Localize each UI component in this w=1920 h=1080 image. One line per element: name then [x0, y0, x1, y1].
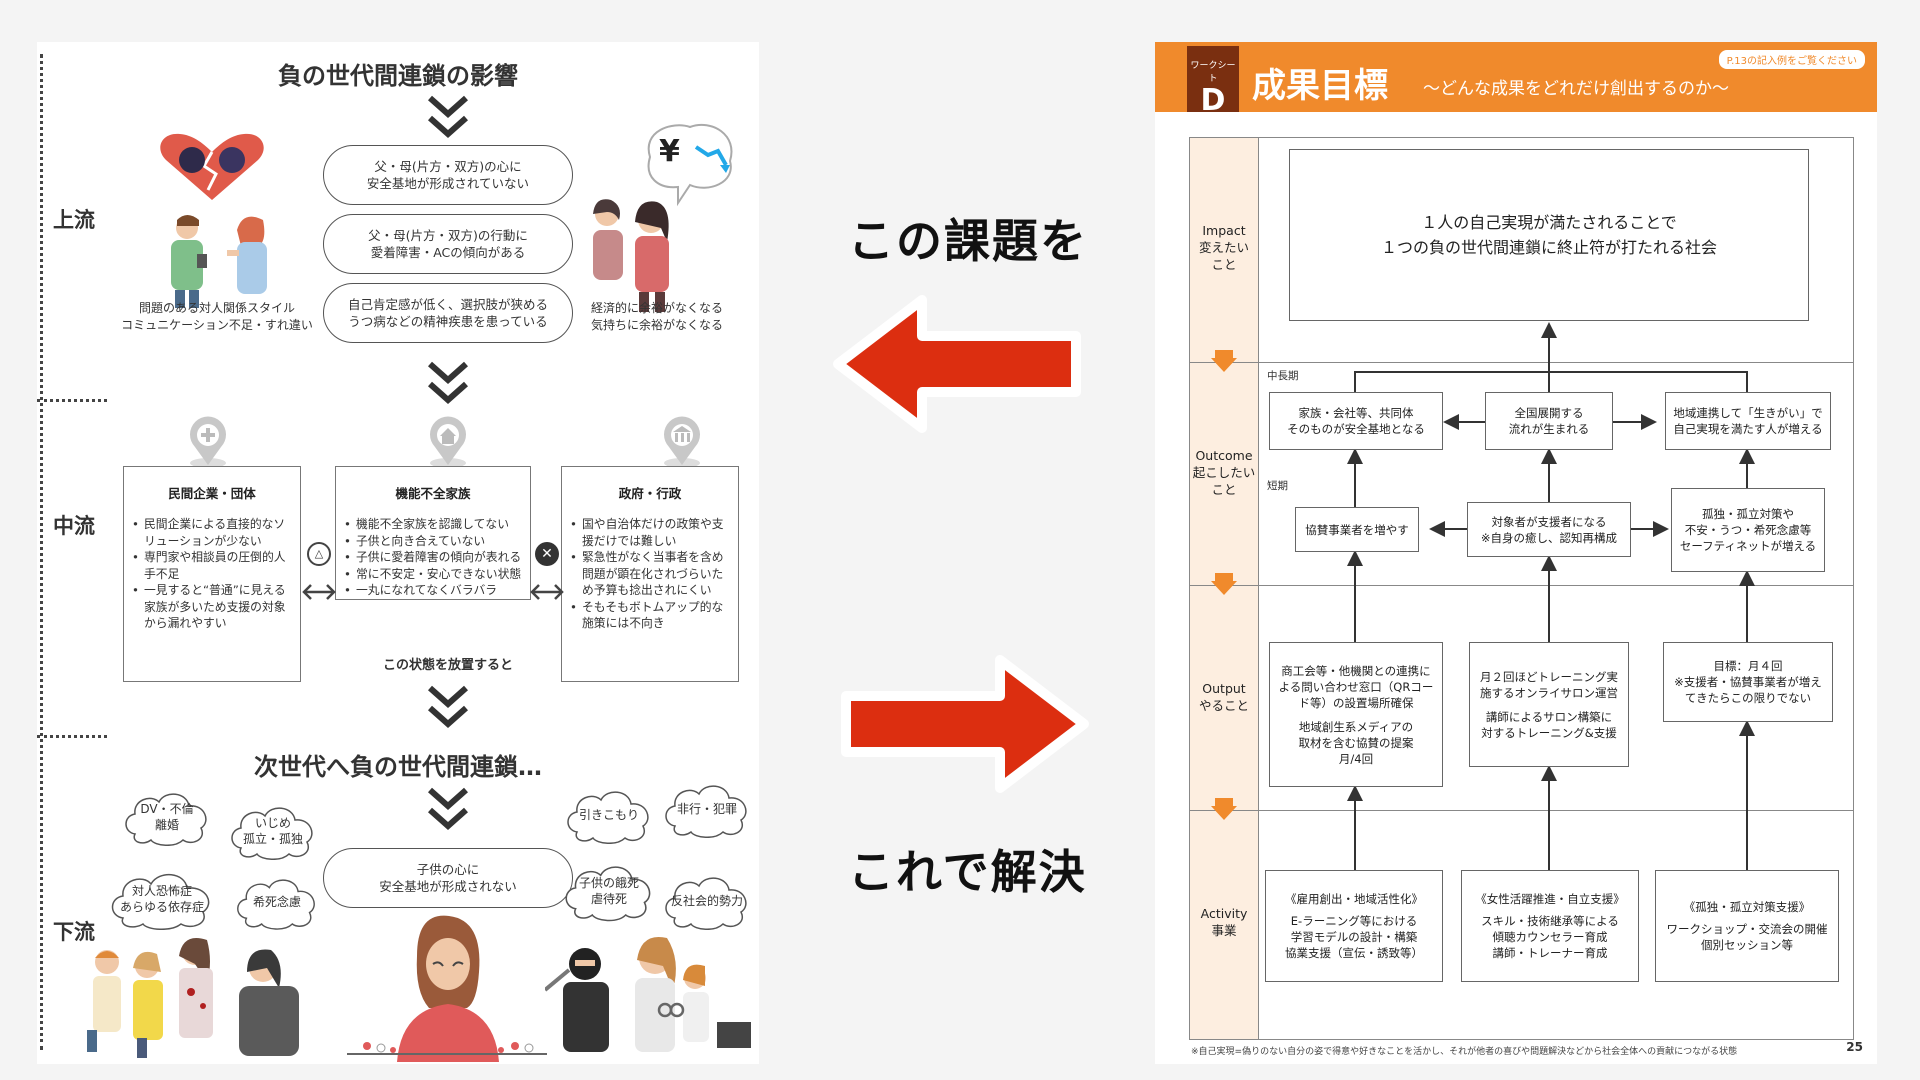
next-generation-title: 次世代へ負の世代間連鎖… — [254, 753, 542, 781]
problem-title: 負の世代間連鎖の影響 — [278, 62, 518, 90]
chevron-down-icon — [428, 95, 468, 139]
problem-label: この課題を — [848, 214, 1088, 268]
chevron-down-icon — [428, 361, 468, 405]
double-arrow-icon — [530, 542, 564, 600]
example-reference-note: P.13の記入例をご覧ください — [1718, 50, 1865, 69]
cloud-anthropophobia: 対人恐怖症あらゆる依存症 — [107, 868, 217, 930]
government-pin-icon — [664, 416, 700, 468]
activity-box-3: 《孤独・孤立対策支援》ワークショップ・交流会の開催個別セッション等 — [1655, 870, 1839, 982]
worksheet-panel: ワークシート D 成果目標 〜どんな成果をどれだけ創出するのか〜 P.13の記入… — [1155, 42, 1877, 1064]
government-box: 政府・行政 国や自治体だけの政策や支援だけでは難しい 緊急性がなく当事者を含め問… — [561, 466, 739, 682]
cloud-child-death: 子供の餓死虐待死 — [561, 860, 657, 922]
activity-box-2: 《女性活躍推進・自立支援》スキル・技術継承等による傾聴カウンセラー育成講師・トレ… — [1461, 870, 1639, 982]
pills-woman-illustration — [347, 915, 547, 1062]
double-arrow-icon — [302, 542, 336, 600]
upstream-pill-2: 父・母(片方・双方)の行動に愛着障害・ACの傾向がある — [323, 214, 573, 274]
triangle-icon: △ — [314, 547, 324, 560]
upstream-pill-1: 父・母(片方・双方)の心に安全基地が形成されていない — [323, 145, 573, 205]
footnote: ※自己実現=偽りのない自分の姿で得意や好きなことを活かし、それが他者の喜びや問題… — [1191, 1047, 1738, 1057]
row-divider — [1189, 362, 1854, 363]
yen-icon: ¥ — [659, 134, 680, 169]
page-number: 25 — [1846, 1040, 1863, 1054]
short-term-label: 短期 — [1267, 480, 1288, 492]
worksheet-subtitle: 〜どんな成果をどれだけ創出するのか〜 — [1423, 79, 1729, 99]
couple-illustration — [171, 215, 267, 308]
row-divider — [1189, 810, 1854, 811]
cloud-bullying: いじめ孤立・孤独 — [227, 802, 319, 860]
worksheet-title: 成果目標 — [1252, 66, 1388, 106]
stage-upstream: 上流 — [53, 208, 95, 232]
cloud-suicidal-ideation: 希死念慮 — [233, 874, 321, 930]
short-term-outcome-2: 対象者が支援者になる※自身の癒し、認知再構成 — [1467, 502, 1631, 557]
upstream-left-caption: 問題のある対人関係スタイルコミュニケーション不足・すれ違い — [121, 301, 313, 332]
cloud-dv-divorce: DV・不倫離婚 — [121, 788, 213, 846]
downstream-pill: 子供の心に安全基地が形成されない — [323, 848, 573, 908]
row-divider — [1189, 585, 1854, 586]
long-term-outcome-1: 家族・会社等、共同体そのものが安全基地となる — [1269, 392, 1443, 450]
private-sector-box: 民間企業・団体 民間企業による直接的なソリューションが少ない 専門家や相談員の圧… — [123, 466, 301, 682]
stage-separator — [37, 735, 107, 738]
solution-label: これで解決 — [848, 845, 1087, 899]
upstream-pill-3: 自己肯定感が低く、選択肢が狭めるうつ病などの精神疾患を患っている — [323, 283, 573, 343]
arrow-right-icon — [841, 655, 1089, 793]
arrow-left-icon — [833, 295, 1081, 433]
broken-heart-icon — [160, 133, 264, 200]
chevron-down-icon — [428, 787, 468, 831]
down-arrow-icon — [1211, 350, 1237, 372]
house-pin-icon — [430, 416, 466, 468]
dysfunctional-family-box: 機能不全家族 機能不全家族を認識してない 子供と向き合えていない 子供に愛着障害… — [335, 466, 531, 600]
output-box-3: 目標：月４回※支援者・協賛事業者が増えてきたらこの限りでない — [1663, 642, 1833, 722]
short-term-outcome-3: 孤独・孤立対策や不安・うつ・希死念慮等セーフティネットが増える — [1671, 488, 1825, 572]
cloud-social-withdrawal: 引きこもり — [563, 786, 655, 844]
worried-women-illustration — [593, 199, 669, 312]
logic-model-grid — [1189, 137, 1854, 1040]
cloud-antisocial-forces: 反社会的勢力 — [657, 872, 757, 930]
problem-panel: 負の世代間連鎖の影響 上流 問題のある対人関係スタイルコミュニケーション不足・す… — [37, 42, 759, 1064]
long-term-label: 中長期 — [1267, 370, 1299, 382]
crime-illustration — [545, 936, 751, 1052]
upstream-right-caption: 経済的に余裕がなくなる気持ちに余裕がなくなる — [590, 301, 723, 332]
down-arrow-icon — [1211, 798, 1237, 820]
speech-bubble-icon — [647, 123, 733, 207]
stage-midstream: 中流 — [53, 514, 95, 538]
output-box-1: 商工会等・他機関との連携による問い合わせ窓口（QRコード等）の設置場所確保地域創… — [1269, 642, 1443, 787]
stage-separator — [37, 399, 107, 402]
chevron-down-icon — [428, 685, 468, 729]
stage-divider-line — [40, 54, 43, 1050]
worksheet-letter-tag: ワークシート D — [1187, 46, 1239, 118]
activity-box-1: 《雇用創出・地域活性化》E-ラーニング等における学習モデルの設計・構築協業支援（… — [1265, 870, 1443, 982]
plus-pin-icon — [190, 416, 226, 468]
cloud-delinquency: 非行・犯罪 — [661, 780, 753, 838]
long-term-outcome-2: 全国展開する流れが生まれる — [1485, 392, 1613, 450]
output-box-2: 月２回ほどトレーニング実施するオンライサロン運営講師によるサロン構築に対するトレ… — [1469, 642, 1629, 767]
stage-downstream: 下流 — [53, 920, 95, 944]
cross-icon: ✕ — [541, 546, 553, 562]
down-arrow-icon — [1211, 573, 1237, 595]
neglect-caption: この状態を放置すると — [382, 658, 513, 673]
troubled-people-illustration — [87, 938, 299, 1058]
long-term-outcome-3: 地域連携して「生きがい」で自己実現を満たす人が増える — [1665, 392, 1831, 450]
short-term-outcome-1: 協賛事業者を増やす — [1295, 507, 1419, 552]
